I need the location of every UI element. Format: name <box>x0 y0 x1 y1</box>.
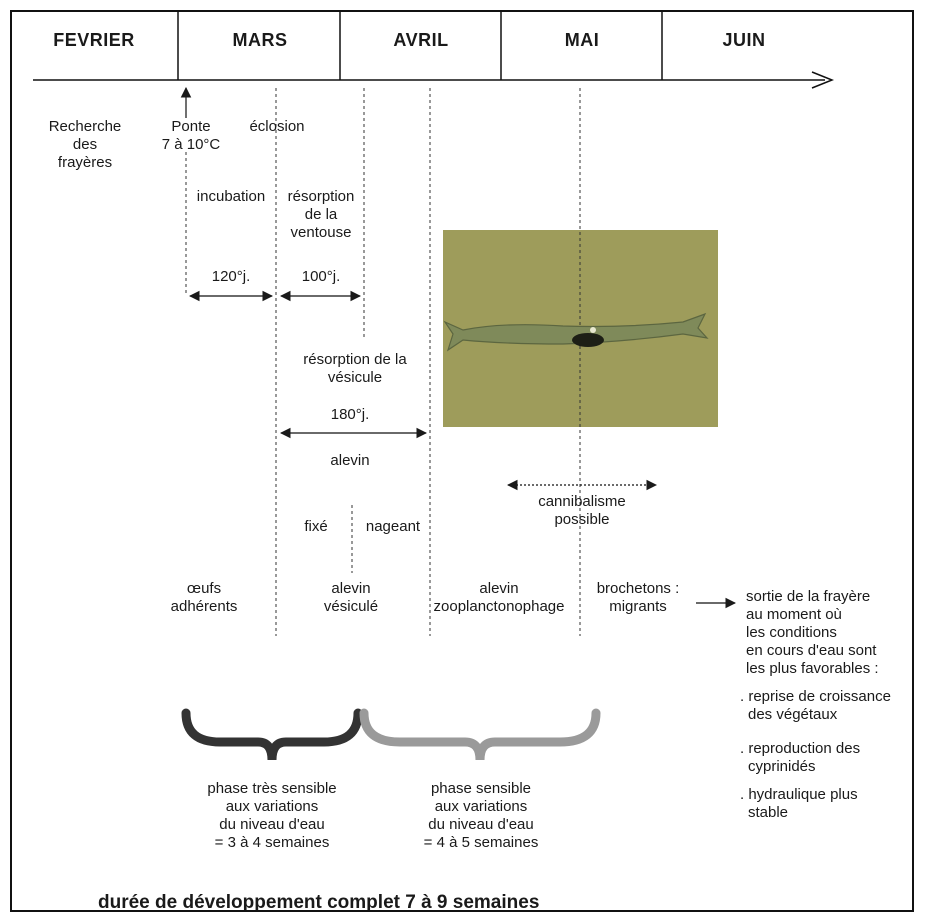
pike-larva-photo <box>445 314 707 350</box>
diagram-frame <box>11 11 913 911</box>
brace-sensitive <box>364 713 596 760</box>
brace-very-sensitive <box>186 713 358 760</box>
